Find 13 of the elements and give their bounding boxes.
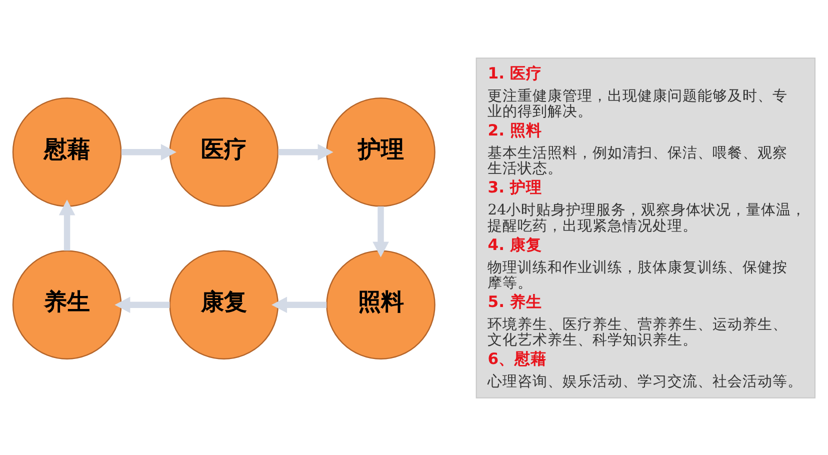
arrow [272, 296, 327, 313]
node-circle: 康复 [169, 250, 279, 360]
node-circle: 护理 [326, 97, 436, 206]
node-circle: 慰藉 [12, 97, 122, 206]
arrow [372, 206, 389, 257]
arrow [121, 144, 176, 160]
node-circle: 照料 [326, 250, 436, 360]
arrow [114, 296, 170, 313]
node-circle: 医疗 [169, 97, 279, 206]
node-box: 1. 医疗 更注重健康管理，出现健康问题能够及时、专业的得到解决。 2. 照料 基本生活照料，例如清扫、保洁、喂餐、观察生活状态。 3. 护理 24小时贴身护理服务，观察身体状况，量体温，提醒吃药，出现紧急情况处理。 4. 康复 物理训练和作业训练，肢体康复训练、保健按摩等。 5. 养生 环境养生、医疗养生、营养养生、运动养生、文化艺术养生、科学知识养生。 6、慰藉 心理咨询、娱乐活动、学习交流、社会活动等。 [476, 57, 816, 398]
arrow [58, 199, 76, 250]
arrow [278, 144, 334, 160]
node-circle: 养生 [12, 250, 122, 360]
